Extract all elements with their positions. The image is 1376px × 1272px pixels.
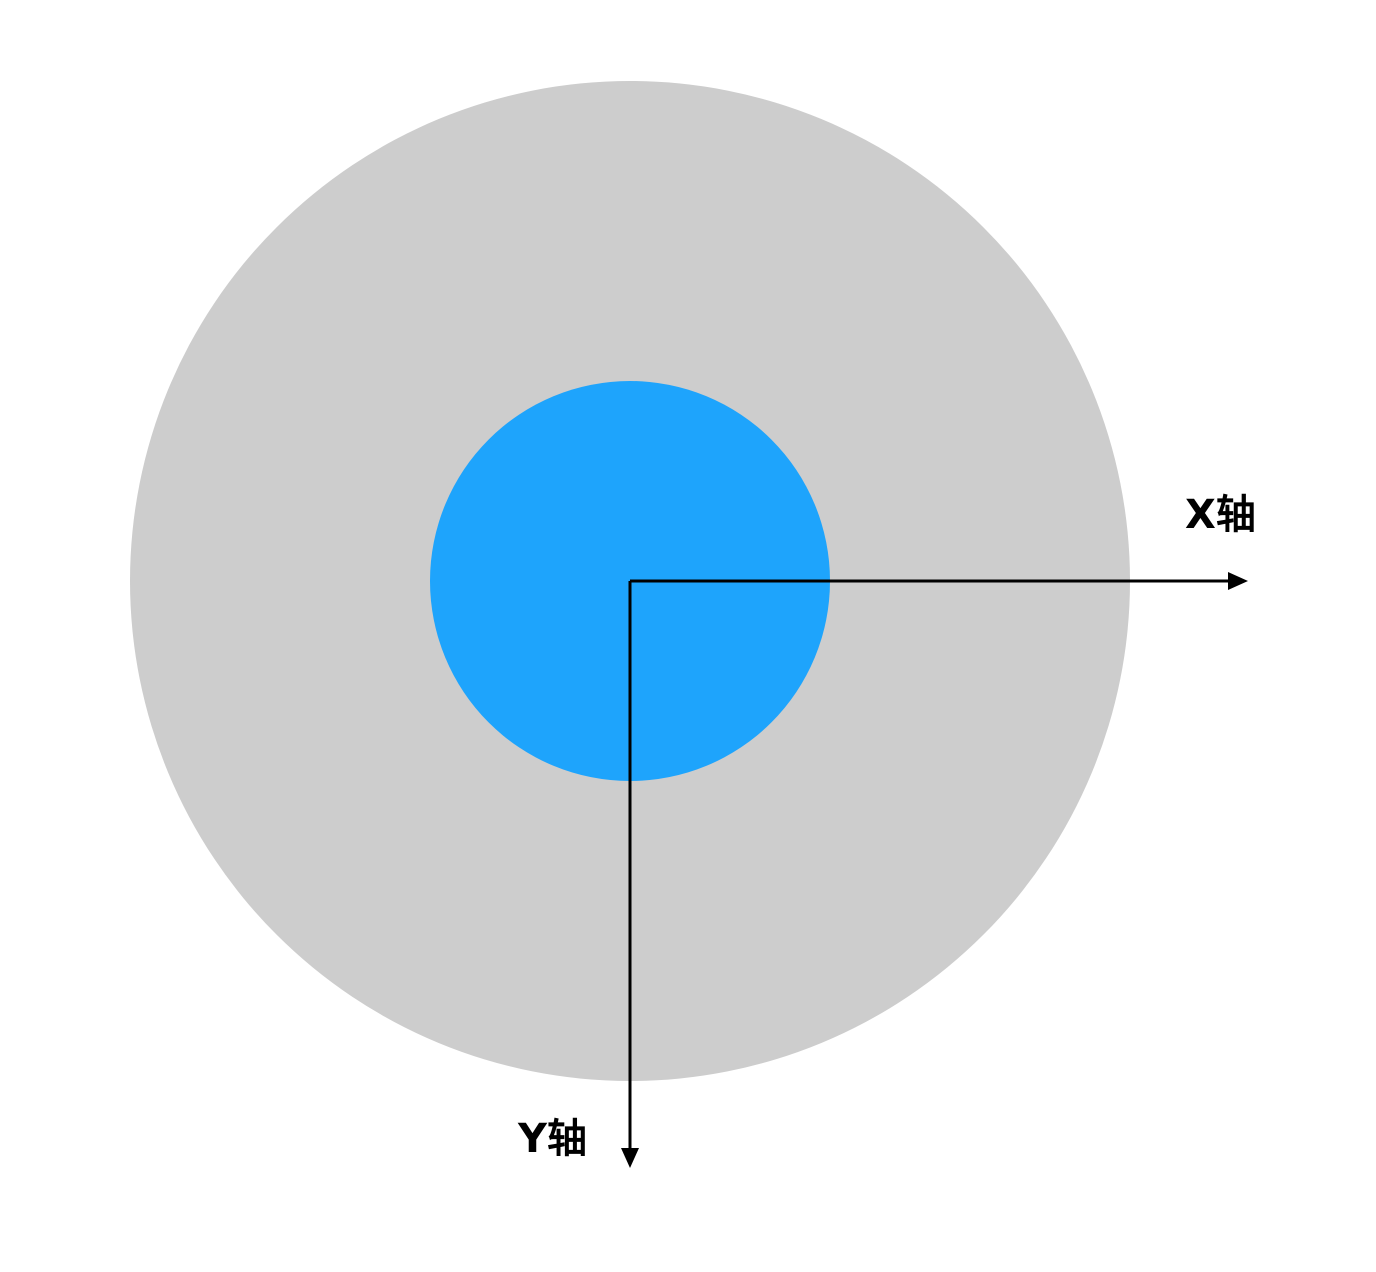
x-axis-label: X轴 [1185, 492, 1256, 538]
y-axis-label: Y轴 [517, 1116, 587, 1162]
y-axis-arrow-icon [621, 1148, 639, 1168]
y-axis [621, 581, 639, 1168]
x-axis [630, 572, 1248, 590]
x-axis-arrow-icon [1228, 572, 1248, 590]
